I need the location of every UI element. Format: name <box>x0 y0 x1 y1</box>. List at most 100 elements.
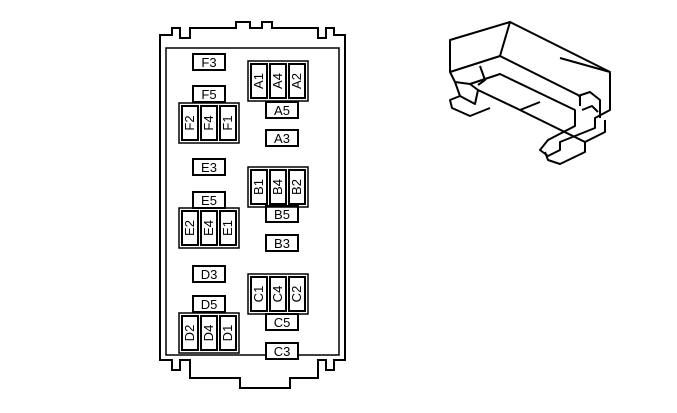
cavity-box <box>269 63 287 99</box>
cavity-a1: A1 <box>250 63 268 99</box>
cavity-box <box>200 105 218 141</box>
cavity-e3: E3 <box>192 158 226 176</box>
cavity-a4: A4 <box>269 63 287 99</box>
cavity-box <box>250 169 268 205</box>
cavity-label: B1 <box>251 179 266 195</box>
cavity-box <box>265 101 299 119</box>
cavity-box <box>181 315 199 351</box>
cavity-box <box>181 210 199 246</box>
cavity-c2: C2 <box>288 276 306 312</box>
cavity-label: A4 <box>270 73 285 89</box>
cavity-e4: E4 <box>200 210 218 246</box>
cavity-label: A3 <box>274 131 290 146</box>
cavity-box <box>192 295 226 313</box>
cavity-b4: B4 <box>269 169 287 205</box>
cavity-label: B3 <box>274 236 290 251</box>
cavity-d2: D2 <box>181 315 199 351</box>
cavity-box <box>192 85 226 103</box>
cavity-label: F2 <box>182 115 197 130</box>
cavity-label: E1 <box>220 220 235 236</box>
cavity-label: E3 <box>201 160 217 175</box>
connector-housing-outline <box>159 21 346 389</box>
cavity-label: F4 <box>201 115 216 130</box>
cavity-e2: E2 <box>181 210 199 246</box>
cavity-a5: A5 <box>265 101 299 119</box>
cavity-box <box>200 315 218 351</box>
cavity-box <box>288 276 306 312</box>
cavity-f1: F1 <box>219 105 237 141</box>
cavity-box <box>219 315 237 351</box>
cavity-label: C1 <box>251 286 266 303</box>
cavity-label: E2 <box>182 220 197 236</box>
cavity-f2: F2 <box>181 105 199 141</box>
cavity-box <box>250 63 268 99</box>
cavity-box <box>192 158 226 176</box>
cavity-box <box>181 105 199 141</box>
cavity-b1: B1 <box>250 169 268 205</box>
cavity-box <box>219 105 237 141</box>
cavity-box <box>265 205 299 223</box>
cavity-b5: B5 <box>265 205 299 223</box>
cavity-label: A5 <box>274 103 290 118</box>
cavity-label: D2 <box>182 325 197 342</box>
cavity-triple-frame <box>247 273 309 315</box>
cavity-d1: D1 <box>219 315 237 351</box>
cavity-d3: D3 <box>192 265 226 283</box>
cavity-a2: A2 <box>288 63 306 99</box>
cavity-c3: C3 <box>265 342 299 360</box>
cavity-f3: F3 <box>192 53 226 71</box>
cavity-label: E5 <box>201 193 217 208</box>
cavity-label: C5 <box>274 315 291 330</box>
cavity-b2: B2 <box>288 169 306 205</box>
cavity-label: F3 <box>201 55 216 70</box>
cavity-label: F1 <box>220 115 235 130</box>
cavity-box <box>192 53 226 71</box>
connector-isometric-icon <box>449 21 611 165</box>
cavity-label: A2 <box>289 73 304 89</box>
cavity-box <box>288 169 306 205</box>
cavity-label: E4 <box>201 220 216 236</box>
cavity-label: B2 <box>289 179 304 195</box>
cavity-c5: C5 <box>265 313 299 331</box>
cavity-label: A1 <box>251 73 266 89</box>
cavity-box <box>269 276 287 312</box>
cavity-triple-frame <box>178 207 240 249</box>
cavity-f5: F5 <box>192 85 226 103</box>
cavity-label: C4 <box>270 286 285 303</box>
cavity-b3: B3 <box>265 234 299 252</box>
cavity-triple-frame <box>247 60 309 102</box>
cavity-e5: E5 <box>192 191 226 209</box>
cavity-label: D1 <box>220 325 235 342</box>
cavity-label: C2 <box>289 286 304 303</box>
cavity-triple-frame <box>247 166 309 208</box>
cavity-label: B4 <box>270 179 285 195</box>
cavity-e1: E1 <box>219 210 237 246</box>
cavity-box <box>200 210 218 246</box>
cavity-box <box>265 234 299 252</box>
cavity-box <box>265 342 299 360</box>
cavity-f4: F4 <box>200 105 218 141</box>
cavity-triple-frame <box>178 312 240 354</box>
cavity-label: D4 <box>201 325 216 342</box>
cavity-label: B5 <box>274 207 290 222</box>
cavity-label: C3 <box>274 344 291 359</box>
cavity-box <box>192 265 226 283</box>
cavity-box <box>219 210 237 246</box>
cavity-box <box>288 63 306 99</box>
cavity-label: D3 <box>201 267 218 282</box>
cavity-d5: D5 <box>192 295 226 313</box>
cavity-box <box>269 169 287 205</box>
cavity-box <box>265 129 299 147</box>
cavity-triple-frame <box>178 102 240 144</box>
cavity-label: D5 <box>201 297 218 312</box>
cavity-label: F5 <box>201 87 216 102</box>
cavity-a3: A3 <box>265 129 299 147</box>
